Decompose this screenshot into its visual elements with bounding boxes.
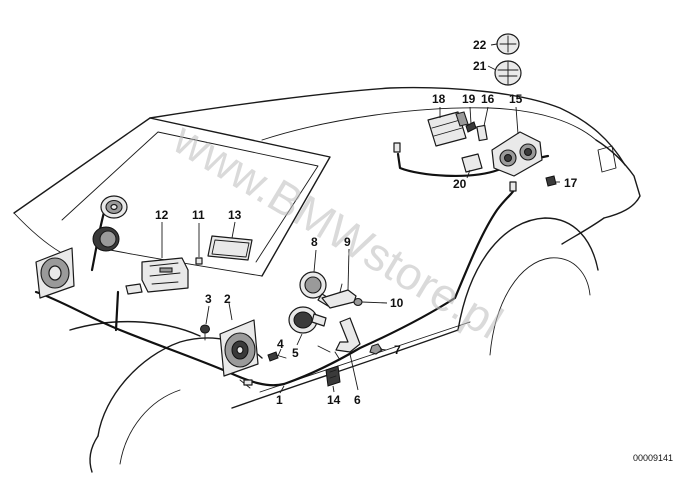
rear-speaker-5 <box>288 306 327 334</box>
speaker-enclosure-15 <box>491 131 543 177</box>
speaker-cover-22 <box>496 33 520 55</box>
label-part-9: 9 <box>344 235 351 249</box>
label-part-16: 16 <box>481 92 495 106</box>
label-part-21: 21 <box>473 59 487 73</box>
label-part-11: 11 <box>192 208 205 222</box>
bracket-9 <box>321 283 357 309</box>
plug-20 <box>461 153 483 173</box>
screw-17 <box>545 175 557 187</box>
tweeter-speaker-lower <box>92 226 120 252</box>
radio-unit <box>141 257 189 293</box>
label-part-20: 20 <box>453 177 467 191</box>
car-body-outline <box>13 86 641 473</box>
label-part-19: 19 <box>462 92 476 106</box>
label-part-8: 8 <box>311 235 318 249</box>
screw-3 <box>200 324 210 341</box>
label-part-4: 4 <box>277 337 284 351</box>
nut-10 <box>353 297 363 307</box>
amplifier-18 <box>427 111 469 147</box>
tweeter-speaker-upper <box>100 195 128 219</box>
screw-4 <box>267 351 287 362</box>
label-part-22: 22 <box>473 38 487 52</box>
leader-lines <box>161 43 560 394</box>
rear-speaker-8 <box>299 271 333 307</box>
speaker-grille-21 <box>494 60 522 86</box>
clip-near-speaker <box>243 379 253 386</box>
label-part-1: 1 <box>276 393 283 407</box>
label-part-5: 5 <box>292 346 299 360</box>
cover-panel-13 <box>207 235 253 261</box>
holder-14 <box>325 365 341 387</box>
diagram-reference-code: 00009141 <box>633 453 673 463</box>
part-labels: 1 2 3 4 5 6 7 8 9 10 11 12 13 14 15 16 1… <box>155 38 578 407</box>
label-part-13: 13 <box>228 208 242 222</box>
label-part-7: 7 <box>394 343 401 357</box>
label-part-3: 3 <box>205 292 212 306</box>
label-part-2: 2 <box>224 292 231 306</box>
harness-connector-left <box>125 283 143 295</box>
small-clip-11 <box>195 257 203 265</box>
label-part-15: 15 <box>509 92 523 106</box>
label-part-17: 17 <box>564 176 578 190</box>
label-part-10: 10 <box>390 296 404 310</box>
door-speaker-front <box>219 319 259 377</box>
label-part-12: 12 <box>155 208 169 222</box>
harness-connector-rear <box>393 142 517 192</box>
door-speaker-left <box>35 247 75 299</box>
label-part-14: 14 <box>327 393 341 407</box>
watermark-text: www.BMWstore.pl <box>164 111 512 348</box>
label-part-18: 18 <box>432 92 446 106</box>
plug-16 <box>476 124 488 142</box>
nut-7 <box>369 343 383 355</box>
label-part-6: 6 <box>354 393 361 407</box>
bracket-6 <box>335 317 361 353</box>
